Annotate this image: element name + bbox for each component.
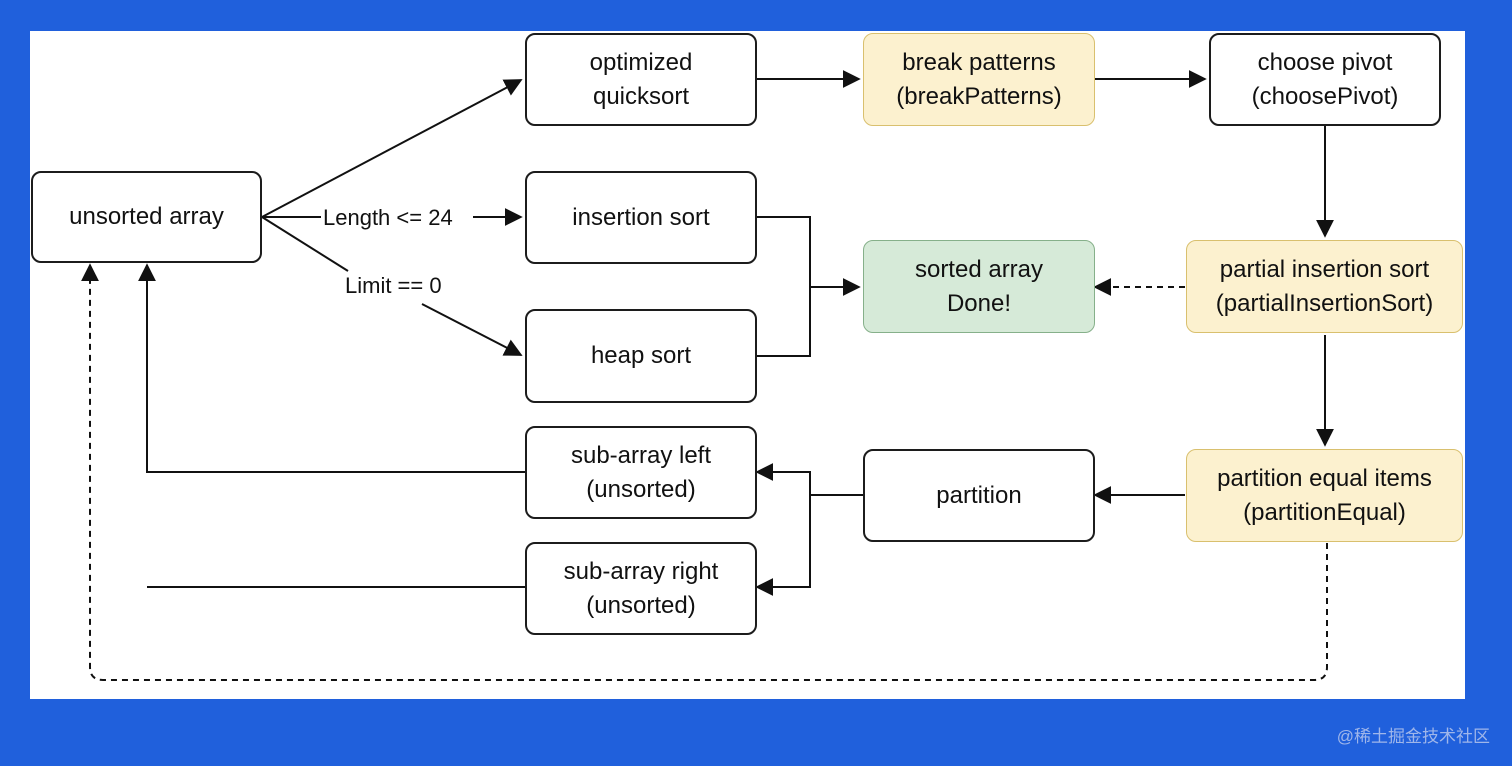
- edge-label-limit: Limit == 0: [343, 273, 444, 299]
- edge-left-to-unsorted: [138, 263, 525, 473]
- node-insertion-sort: insertion sort: [525, 171, 757, 264]
- node-unsorted-array: unsorted array: [31, 171, 262, 263]
- node-sub-array-right: sub-array right (unsorted): [525, 542, 757, 635]
- node-sub-array-left-label: sub-array left (unsorted): [570, 441, 712, 503]
- node-unsorted-array-label: unsorted array: [69, 203, 224, 230]
- node-optimized-quicksort: optimized quicksort: [525, 33, 757, 126]
- node-heap-sort: heap sort: [525, 309, 757, 403]
- node-choose-pivot-label: choose pivot (choosePivot): [1251, 48, 1399, 110]
- edge-label-length: Length <= 24: [321, 205, 455, 231]
- edge-unsorted-to-limit: [261, 216, 349, 272]
- node-partial-insertion-sort: partial insertion sort (partialInsertion…: [1186, 240, 1463, 333]
- watermark: @稀土掘金技术社区: [1336, 727, 1490, 746]
- edge-heap-to-sorted: [757, 287, 811, 357]
- node-partition-equal: partition equal items (partitionEqual): [1186, 449, 1463, 542]
- node-heap-sort-label: heap sort: [590, 342, 692, 369]
- node-sorted-array-label: sorted array Done!: [914, 255, 1044, 317]
- diagram-canvas: unsorted array optimized quicksort break…: [30, 31, 1465, 699]
- node-break-patterns-label: break patterns (breakPatterns): [896, 48, 1062, 110]
- node-partition-label: partition: [936, 481, 1022, 509]
- edge-partition-to-right: [755, 495, 811, 596]
- node-partition: partition: [863, 449, 1095, 542]
- node-partial-insertion-sort-label: partial insertion sort (partialInsertion…: [1215, 255, 1434, 317]
- edge-unsorted-to-quicksort: [261, 79, 523, 218]
- edge-insertion-to-sorted: [757, 216, 861, 296]
- edge-limit-to-heap: [421, 303, 523, 356]
- node-sub-array-right-label: sub-array right (unsorted): [563, 557, 719, 619]
- edge-partition-equal-to-unsorted: [81, 263, 1328, 681]
- node-break-patterns: break patterns (breakPatterns): [863, 33, 1095, 126]
- node-sub-array-left: sub-array left (unsorted): [525, 426, 757, 519]
- node-sorted-array: sorted array Done!: [863, 240, 1095, 333]
- edge-partition-to-left: [755, 463, 863, 496]
- node-partition-equal-label: partition equal items (partitionEqual): [1217, 464, 1432, 526]
- edges-layer: [81, 70, 1334, 681]
- node-choose-pivot: choose pivot (choosePivot): [1209, 33, 1441, 126]
- node-insertion-sort-label: insertion sort: [572, 203, 710, 231]
- node-optimized-quicksort-label: optimized quicksort: [589, 48, 693, 110]
